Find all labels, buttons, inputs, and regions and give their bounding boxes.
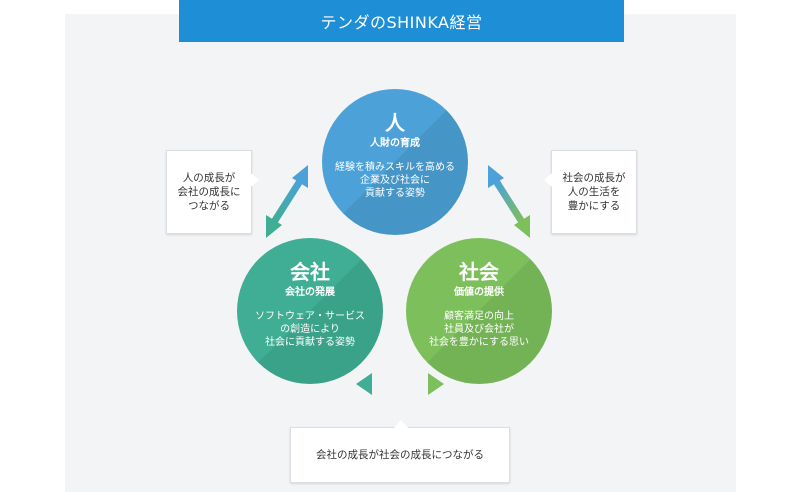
note-bottom-text: 会社の成長が社会の成長につながる (316, 449, 484, 461)
note-left-text: 人の成長が 会社の成長に つながる (177, 172, 241, 212)
circle-company: 会社 会社の発展 ソフトウェア・サービス の創造により 社会に貢献する姿勢 (237, 238, 383, 384)
callout-tail (251, 173, 259, 187)
diagram-title: テンダのSHINKA経営 (320, 13, 483, 32)
note-right: 社会の成長が 人の生活を 豊かにする (544, 150, 637, 234)
title-bar: テンダのSHINKA経営 (179, 0, 624, 42)
circle-person-subtitle: 人財の育成 (370, 138, 420, 149)
circle-person: 人 人財の育成 経験を積みスキルを高める 企業及び社会に 貢献する姿勢 (322, 89, 468, 235)
circle-company-description: ソフトウェア・サービス の創造により 社会に貢献する姿勢 (255, 311, 365, 348)
note-bottom: 会社の成長が社会の成長につながる (290, 420, 510, 483)
circle-society: 社会 価値の提供 顧客満足の向上 社員及び会社が 社会を豊かにする思い (406, 238, 552, 384)
circle-society-title: 社会 (458, 260, 499, 284)
note-right-text: 社会の成長が 人の生活を 豊かにする (562, 172, 626, 212)
circle-person-title: 人 (385, 111, 405, 135)
circle-society-subtitle: 価値の提供 (453, 287, 504, 298)
note-left: 人の成長が 会社の成長に つながる (166, 150, 259, 234)
circle-company-subtitle: 会社の発展 (285, 287, 335, 298)
circle-person-description: 経験を積みスキルを高める 企業及び社会に 貢献する姿勢 (335, 162, 455, 199)
circle-society-description: 顧客満足の向上 社員及び会社が 社会を豊かにする思い (428, 311, 530, 348)
callout-tail (394, 420, 408, 428)
callout-tail (544, 173, 552, 187)
circle-company-title: 会社 (290, 260, 330, 284)
